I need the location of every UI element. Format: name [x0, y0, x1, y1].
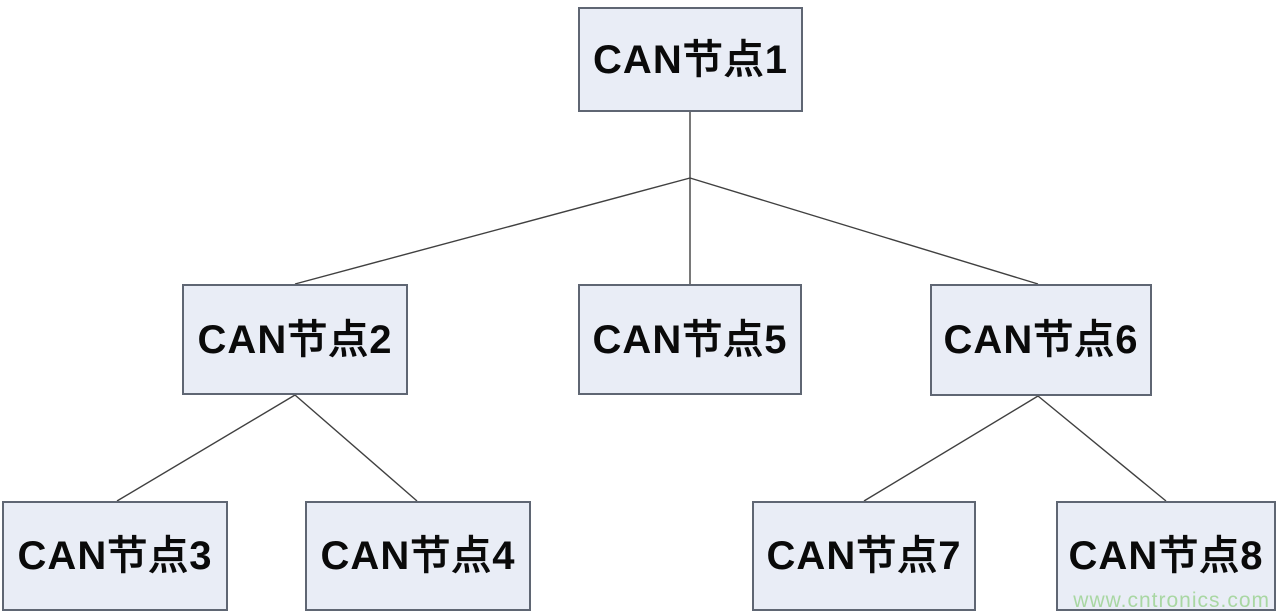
- node-can3-label: CAN节点3: [17, 534, 213, 578]
- node-can1: CAN节点1: [578, 7, 803, 112]
- node-can7-label: CAN节点7: [766, 534, 962, 578]
- connector-node2-node4: [294, 394, 418, 502]
- node-can1-label: CAN节点1: [593, 37, 788, 82]
- connector-node6-node8: [1037, 395, 1167, 502]
- watermark-text: www.cntronics.com: [1073, 589, 1270, 612]
- node-can5: CAN节点5: [578, 284, 802, 395]
- node-can7: CAN节点7: [752, 501, 976, 611]
- node-can6: CAN节点6: [930, 284, 1152, 396]
- node-can4: CAN节点4: [305, 501, 531, 611]
- connector-node6-node7: [863, 395, 1039, 502]
- node-can8-label: CAN节点8: [1068, 534, 1264, 578]
- connector-node2-node3: [116, 394, 296, 502]
- connector-node1-node6: [689, 177, 1039, 285]
- node-can4-label: CAN节点4: [320, 534, 516, 578]
- connector-node1-node2: [294, 177, 691, 285]
- node-can5-label: CAN节点5: [592, 317, 788, 362]
- node-can2-label: CAN节点2: [197, 317, 393, 362]
- node-can2: CAN节点2: [182, 284, 408, 395]
- node-can8: CAN节点8: [1056, 501, 1276, 611]
- node-can6-label: CAN节点6: [943, 318, 1139, 362]
- node-can3: CAN节点3: [2, 501, 228, 611]
